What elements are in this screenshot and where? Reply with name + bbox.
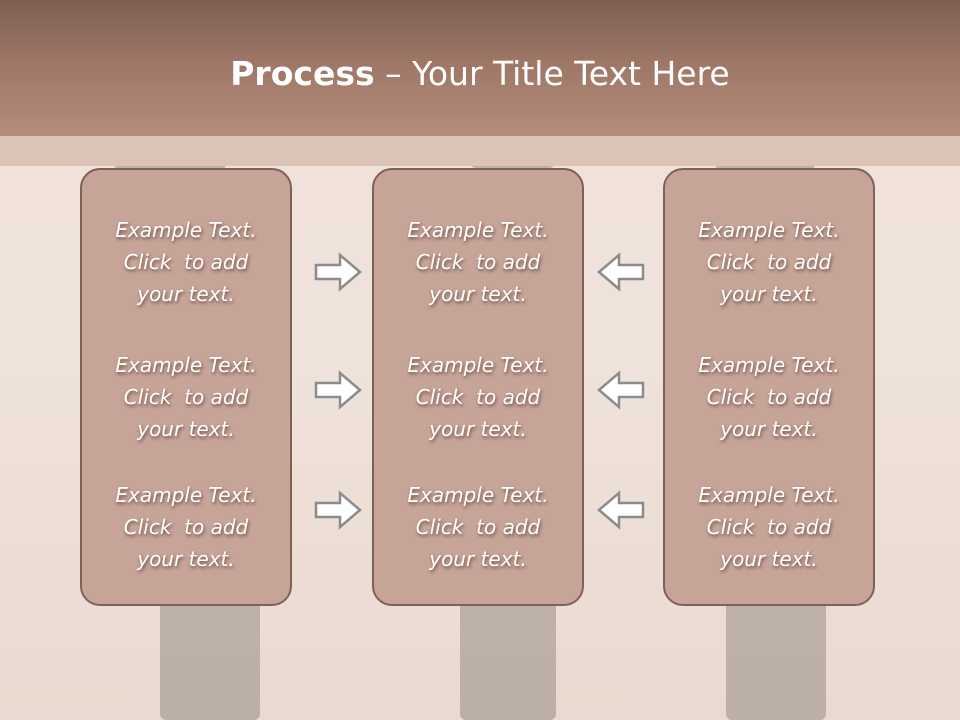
- box-text[interactable]: Example Text. Click to add your text.: [698, 353, 840, 441]
- box-text[interactable]: Example Text. Click to add your text.: [698, 218, 840, 306]
- left-arrow-icon: [597, 252, 645, 292]
- box-text[interactable]: Example Text. Click to add your text.: [115, 218, 257, 306]
- title-band: [0, 136, 960, 166]
- box-text[interactable]: Example Text. Click to add your text.: [407, 353, 549, 441]
- title-bar: [0, 0, 960, 136]
- box-text[interactable]: Example Text. Click to add your text.: [698, 483, 840, 571]
- right-arrow-icon: [314, 252, 362, 292]
- process-box-left[interactable]: Example Text. Click to add your text. Ex…: [80, 168, 292, 606]
- background-silhouette: [726, 600, 826, 720]
- title-rest: – Your Title Text Here: [374, 54, 730, 93]
- right-arrow-icon: [314, 370, 362, 410]
- background-silhouette: [160, 600, 260, 720]
- box-text[interactable]: Example Text. Click to add your text.: [115, 353, 257, 441]
- left-arrow-icon: [597, 370, 645, 410]
- right-arrow-icon: [314, 490, 362, 530]
- process-box-center[interactable]: Example Text. Click to add your text. Ex…: [372, 168, 584, 606]
- title-bold: Process: [230, 54, 375, 93]
- slide-title[interactable]: Process – Your Title Text Here: [0, 52, 960, 96]
- background-silhouette: [460, 600, 556, 720]
- box-text[interactable]: Example Text. Click to add your text.: [407, 218, 549, 306]
- box-text[interactable]: Example Text. Click to add your text.: [407, 483, 549, 571]
- left-arrow-icon: [597, 490, 645, 530]
- box-text[interactable]: Example Text. Click to add your text.: [115, 483, 257, 571]
- process-box-right[interactable]: Example Text. Click to add your text. Ex…: [663, 168, 875, 606]
